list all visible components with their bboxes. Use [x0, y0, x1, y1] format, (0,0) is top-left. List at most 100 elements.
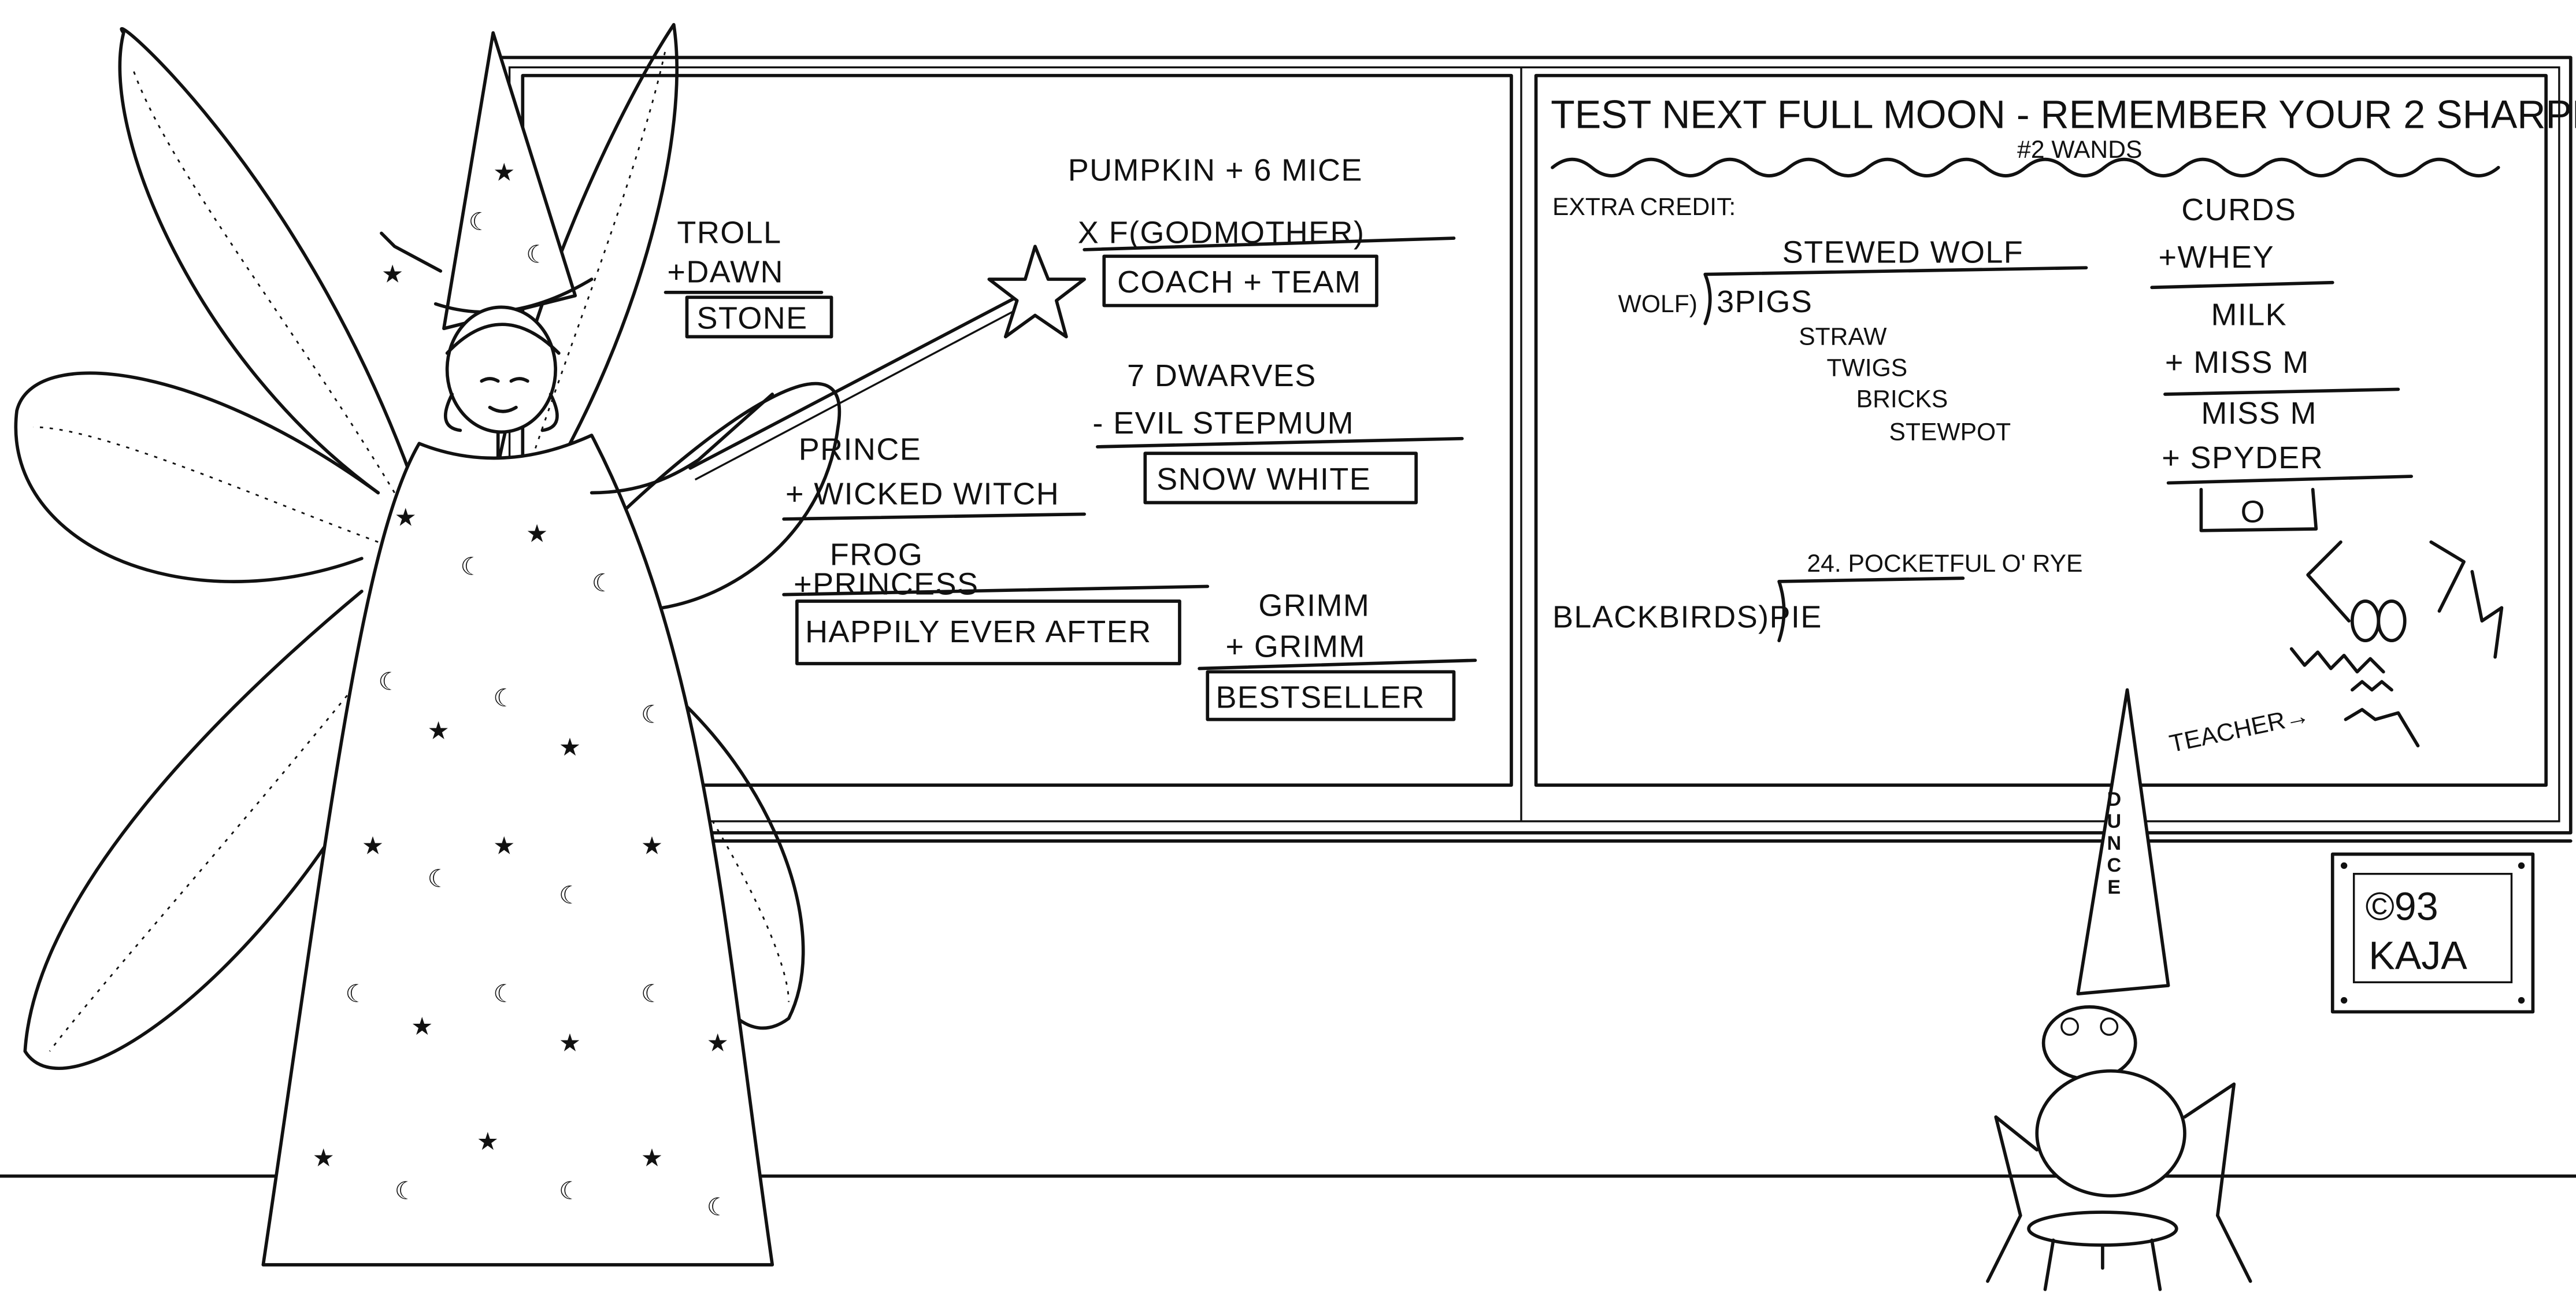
- handwritten-text: TWIGS: [1827, 354, 1908, 382]
- drawing-stroke: ☾: [378, 668, 400, 695]
- drawing-stroke: [1777, 576, 1965, 643]
- drawing-stroke: ☾: [469, 208, 491, 236]
- chalkboard: [496, 55, 2573, 843]
- drawing-stroke: ★: [559, 1030, 581, 1057]
- handwritten-text: TEACHER→: [2167, 701, 2312, 758]
- frog-with-dunce-cap: DUNCE: [1986, 688, 2252, 1291]
- handwritten-text: MILK: [2211, 298, 2287, 332]
- drawing-stroke: [1986, 1082, 2252, 1283]
- drawing-stroke: ★: [428, 717, 450, 745]
- board-frame-outer: [496, 55, 2573, 835]
- drawing-stroke: [1206, 670, 1456, 721]
- handwritten-text: + GRIMM: [1226, 630, 1366, 664]
- handwritten-text: + MISS M: [2165, 345, 2310, 380]
- fairy-godmother: ★ ☾★☾ ★☾★☾ ☾★☾★☾ ★☾★☾★ ☾★☾★☾★ ★☾★☾★☾: [14, 23, 1086, 1267]
- dunce-cap: [2076, 688, 2170, 995]
- drawing-stroke: ★: [313, 1145, 335, 1172]
- handwritten-text: +PRINCESS: [794, 567, 978, 602]
- drawing-stroke: ★: [526, 520, 548, 548]
- handwritten-text: STONE: [697, 301, 808, 335]
- drawing-stroke: ★: [707, 1030, 729, 1057]
- handwritten-text: +WHEY: [2159, 240, 2275, 275]
- equation-dwarves: 7 DWARVES - EVIL STEPMUM SNOW WHITE: [1092, 358, 1464, 505]
- drawing-stroke: [118, 27, 413, 495]
- signature-plaque: ©93 KAJA: [2330, 852, 2535, 1014]
- handwritten-text: STEWED WOLF: [1782, 235, 2023, 270]
- drawing-stroke: [782, 512, 1086, 521]
- wand: [688, 286, 1037, 470]
- drawing-stroke: [2518, 997, 2525, 1004]
- drawing-stroke: ★: [641, 832, 663, 860]
- drawing-stroke: [1551, 157, 2500, 177]
- drawing-stroke: ☾: [493, 980, 515, 1008]
- equation-prince: PRINCE + WICKED WITCH FROG +PRINCESS HAP…: [782, 432, 1210, 665]
- handwritten-text: + SPYDER: [2162, 440, 2323, 475]
- drawing-stroke: [2199, 487, 2318, 532]
- drawing-stroke: [2352, 873, 2513, 983]
- drawing-stroke: [685, 295, 833, 339]
- equation-troll: TROLL +DAWN STONE: [664, 216, 833, 339]
- extra-credit-label: EXTRA CREDIT:: [1552, 193, 1736, 221]
- drawing-stroke: [1143, 451, 1418, 505]
- drawing-stroke: ★: [477, 1128, 499, 1156]
- wand-star-icon: [987, 245, 1086, 339]
- drawing-stroke: [23, 590, 364, 1070]
- drawing-stroke: [2330, 852, 2535, 1014]
- drawing-stroke: [2060, 1017, 2080, 1036]
- handwritten-text: 24. POCKETFUL O' RYE: [1807, 550, 2082, 577]
- drawing-stroke: [2163, 387, 2400, 396]
- drawing-stroke: [1083, 236, 1456, 251]
- handwritten-text: HAPPILY EVER AFTER: [805, 614, 1151, 649]
- handwritten-text: + WICKED WITCH: [785, 476, 1059, 511]
- handwritten-text: KAJA: [2369, 934, 2467, 978]
- handwritten-text: WOLF): [1618, 290, 1697, 318]
- drawing-stroke: [2043, 1238, 2162, 1291]
- handwritten-text: BRICKS: [1856, 386, 1948, 413]
- division-wolf: STEWED WOLF WOLF) 3PIGS STRAW TWIGS BRIC…: [1618, 235, 2088, 446]
- handwritten-text: O: [2241, 495, 2266, 529]
- drawing-stroke: ★: [411, 1013, 433, 1040]
- handwritten-text: TEST NEXT FULL MOON - REMEMBER YOUR 2 SH…: [1551, 93, 2576, 137]
- drawing-stroke: ☾: [526, 241, 548, 269]
- drawing-stroke: [14, 371, 380, 583]
- robe-pattern: ☾★☾ ★☾★☾ ☾★☾★☾ ★☾★☾★ ☾★☾★☾★ ★☾★☾★☾: [313, 159, 729, 1221]
- drawing-stroke: [2470, 570, 2504, 659]
- drawing-stroke: [1703, 266, 2088, 325]
- drawing-stroke: [1096, 436, 1464, 449]
- drawing-stroke: ☾: [345, 980, 367, 1008]
- drawing-stroke: ★: [362, 832, 384, 860]
- handwritten-text: TROLL: [677, 216, 781, 250]
- handwritten-text: FROG: [830, 538, 924, 572]
- drawing-stroke: ☾: [428, 865, 450, 893]
- drawing-stroke: [2306, 540, 2466, 623]
- drawing-stroke: ★: [493, 159, 515, 187]
- robe: [261, 434, 774, 1267]
- frog-head: [2041, 1005, 2137, 1081]
- drawing-stroke: ☾: [641, 701, 663, 728]
- board-right-panel: [1534, 73, 2548, 787]
- drawing-stroke: ☾: [559, 1177, 581, 1205]
- board-left-panel: [521, 73, 1513, 787]
- handwritten-text: COACH + TEAM: [1117, 265, 1361, 299]
- drawing-stroke: [2150, 280, 2334, 290]
- stool: [2027, 1210, 2178, 1247]
- arm: [590, 392, 774, 495]
- drawing-stroke: [33, 49, 790, 1052]
- handwritten-text: - EVIL STEPMUM: [1092, 406, 1354, 440]
- handwritten-text: STRAW: [1799, 323, 1887, 351]
- drawing-stroke: ☾: [493, 684, 515, 712]
- drawing-stroke: [590, 382, 842, 612]
- drawing-stroke: [491, 23, 679, 495]
- drawing-stroke: [2340, 862, 2348, 869]
- equation-pumpkin: PUMPKIN + 6 MICE X F(GODMOTHER) COACH + …: [1068, 153, 1456, 308]
- handwritten-text: DUNCE: [2103, 788, 2125, 898]
- drawing-stroke: [2100, 1017, 2119, 1036]
- drawing-stroke: ☾: [395, 1177, 417, 1205]
- hat-star-icon: ★: [381, 261, 403, 288]
- handwritten-text: BLACKBIRDS)PIE: [1552, 599, 1822, 634]
- drawing-stroke: [443, 323, 561, 432]
- drawing-stroke: [1102, 254, 1378, 308]
- handwritten-text: MISS M: [2201, 396, 2316, 431]
- drawing-stroke: ★: [641, 1145, 663, 1172]
